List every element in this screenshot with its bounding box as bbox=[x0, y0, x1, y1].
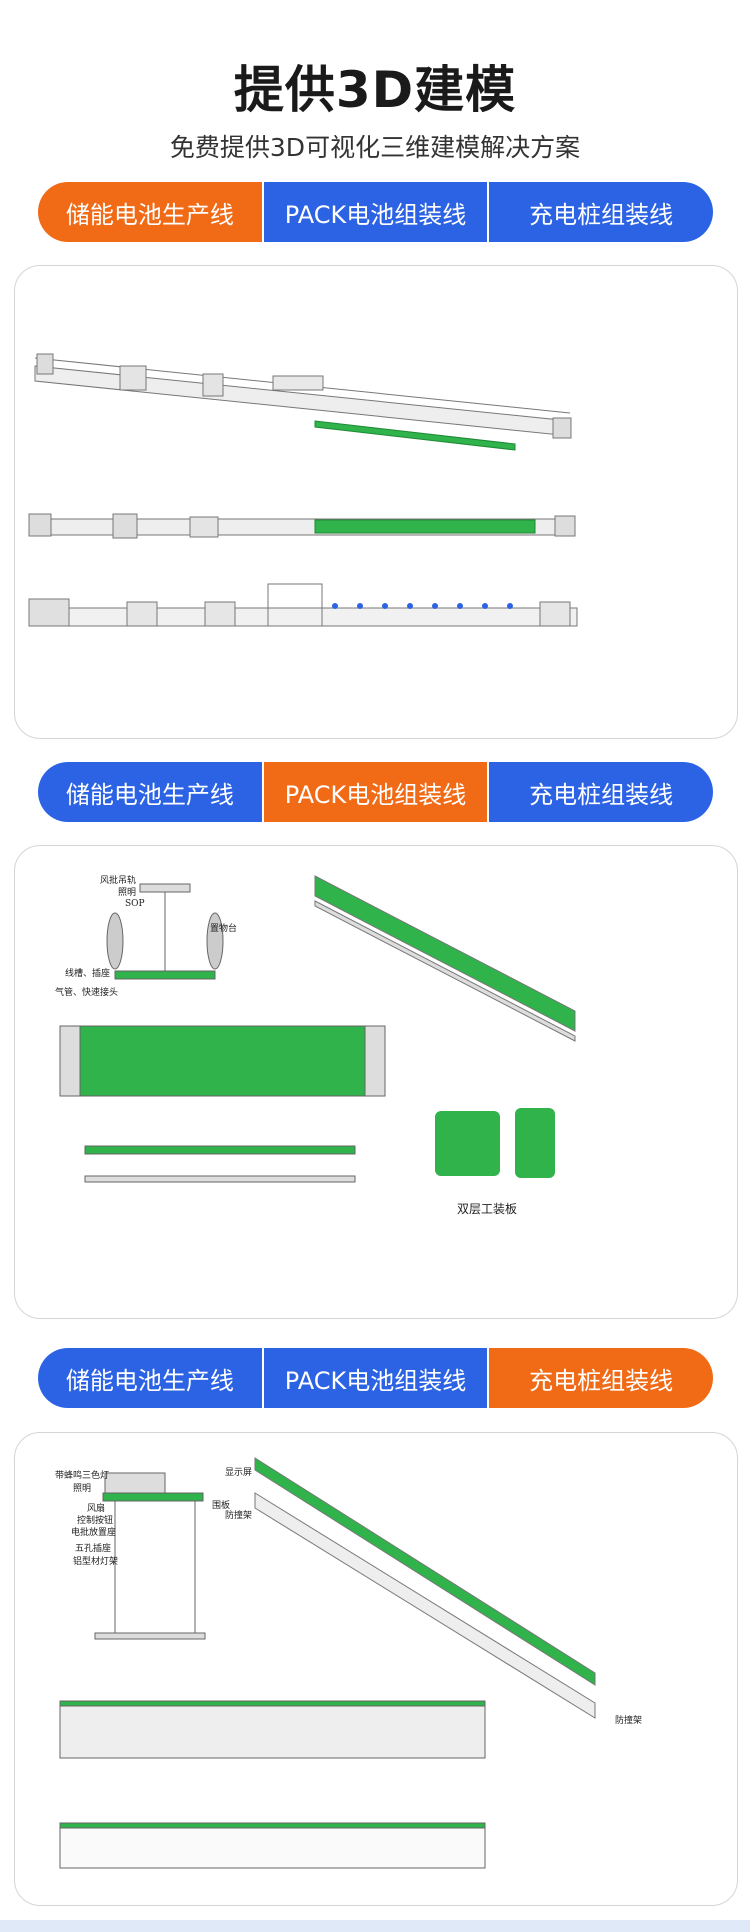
label-sop: SOP bbox=[125, 899, 145, 909]
tab-charging-pile[interactable]: 充电桩组装线 bbox=[487, 762, 713, 822]
label-frame: 铝型材灯架 bbox=[73, 1555, 118, 1567]
charging-line-labels: 带蜂鸣三色灯 显示屏 照明 围板 风扇 控制按钮 电批放置座 五孔插座 铝型材灯… bbox=[55, 1467, 642, 1726]
tab-bar-1: 储能电池生产线 PACK电池组装线 充电桩组装线 bbox=[38, 182, 713, 242]
production-line-2 bbox=[28, 513, 576, 539]
charging-line-top-view bbox=[59, 1822, 486, 1869]
label-qiguan: 气管、快速接头 bbox=[55, 986, 118, 998]
tab-energy-storage[interactable]: 储能电池生产线 bbox=[38, 182, 262, 242]
production-line-3 bbox=[28, 583, 578, 627]
bottom-strip bbox=[0, 1920, 750, 1932]
worker-icons bbox=[332, 603, 513, 609]
page-title: 提供3D建模 bbox=[233, 61, 517, 119]
tab-pack[interactable]: PACK电池组装线 bbox=[261, 1348, 488, 1408]
pack-line-3d-view bbox=[314, 875, 576, 1042]
pack-line-labels: 风批吊轨 照明 SOP 置物台 线槽、插座 气管、快速接头 bbox=[55, 874, 237, 998]
charging-line-card: 带蜂鸣三色灯 显示屏 照明 围板 风扇 控制按钮 电批放置座 五孔插座 铝型材灯… bbox=[14, 1432, 738, 1906]
label-control: 控制按钮 bbox=[77, 1514, 113, 1526]
label-buzzer: 带蜂鸣三色灯 bbox=[55, 1469, 109, 1481]
charging-line-3d-view bbox=[254, 1457, 596, 1719]
charging-line-illustration: 带蜂鸣三色灯 显示屏 照明 围板 风扇 控制按钮 电批放置座 五孔插座 铝型材灯… bbox=[55, 1457, 642, 1869]
pack-line-top-view bbox=[59, 1025, 386, 1097]
workbench-side-view bbox=[94, 1472, 206, 1640]
label-fan: 风扇 bbox=[87, 1502, 105, 1514]
label-zhaoming: 照明 bbox=[118, 887, 136, 898]
tab-energy-storage[interactable]: 储能电池生产线 bbox=[38, 762, 262, 822]
label-weiban: 围板 bbox=[212, 1499, 230, 1511]
double-layer-board bbox=[435, 1108, 555, 1178]
label-zhiwu: 置物台 bbox=[210, 922, 237, 934]
production-line-1 bbox=[34, 353, 572, 451]
workstation-side-view bbox=[106, 883, 224, 980]
pack-line-front-view bbox=[84, 1145, 356, 1183]
tab-energy-storage[interactable]: 储能电池生产线 bbox=[38, 1348, 262, 1408]
label-fengpi: 风批吊轨 bbox=[100, 874, 136, 886]
label-display: 显示屏 bbox=[225, 1467, 252, 1478]
label-screwdriver: 电批放置座 bbox=[71, 1526, 116, 1538]
tab-charging-pile[interactable]: 充电桩组装线 bbox=[487, 182, 713, 242]
label-xiancao: 线槽、插座 bbox=[65, 967, 110, 979]
tab-charging-pile[interactable]: 充电桩组装线 bbox=[487, 1348, 713, 1408]
label-board: 双层工装板 bbox=[457, 1202, 517, 1216]
charging-line-front-view bbox=[59, 1700, 486, 1759]
label-fangzhuang1: 防撞架 bbox=[225, 1509, 252, 1521]
pack-line-illustration: 风批吊轨 照明 SOP 置物台 线槽、插座 气管、快速接头 双层工装板 bbox=[55, 874, 576, 1216]
tab-bar-3: 储能电池生产线 PACK电池组装线 充电桩组装线 bbox=[38, 1348, 713, 1408]
tab-pack[interactable]: PACK电池组装线 bbox=[261, 182, 488, 242]
pack-line-card: 风批吊轨 照明 SOP 置物台 线槽、插座 气管、快速接头 双层工装板 bbox=[14, 845, 738, 1319]
label-socket: 五孔插座 bbox=[75, 1542, 111, 1554]
energy-line-illustration bbox=[28, 353, 578, 627]
energy-line-card bbox=[14, 265, 738, 739]
label-zhaoming2: 照明 bbox=[73, 1483, 91, 1494]
tab-bar-2: 储能电池生产线 PACK电池组装线 充电桩组装线 bbox=[38, 762, 713, 822]
tab-pack[interactable]: PACK电池组装线 bbox=[261, 762, 488, 822]
page-subtitle: 免费提供3D可视化三维建模解决方案 bbox=[169, 133, 581, 162]
label-fangzhuang2: 防撞架 bbox=[615, 1714, 642, 1726]
